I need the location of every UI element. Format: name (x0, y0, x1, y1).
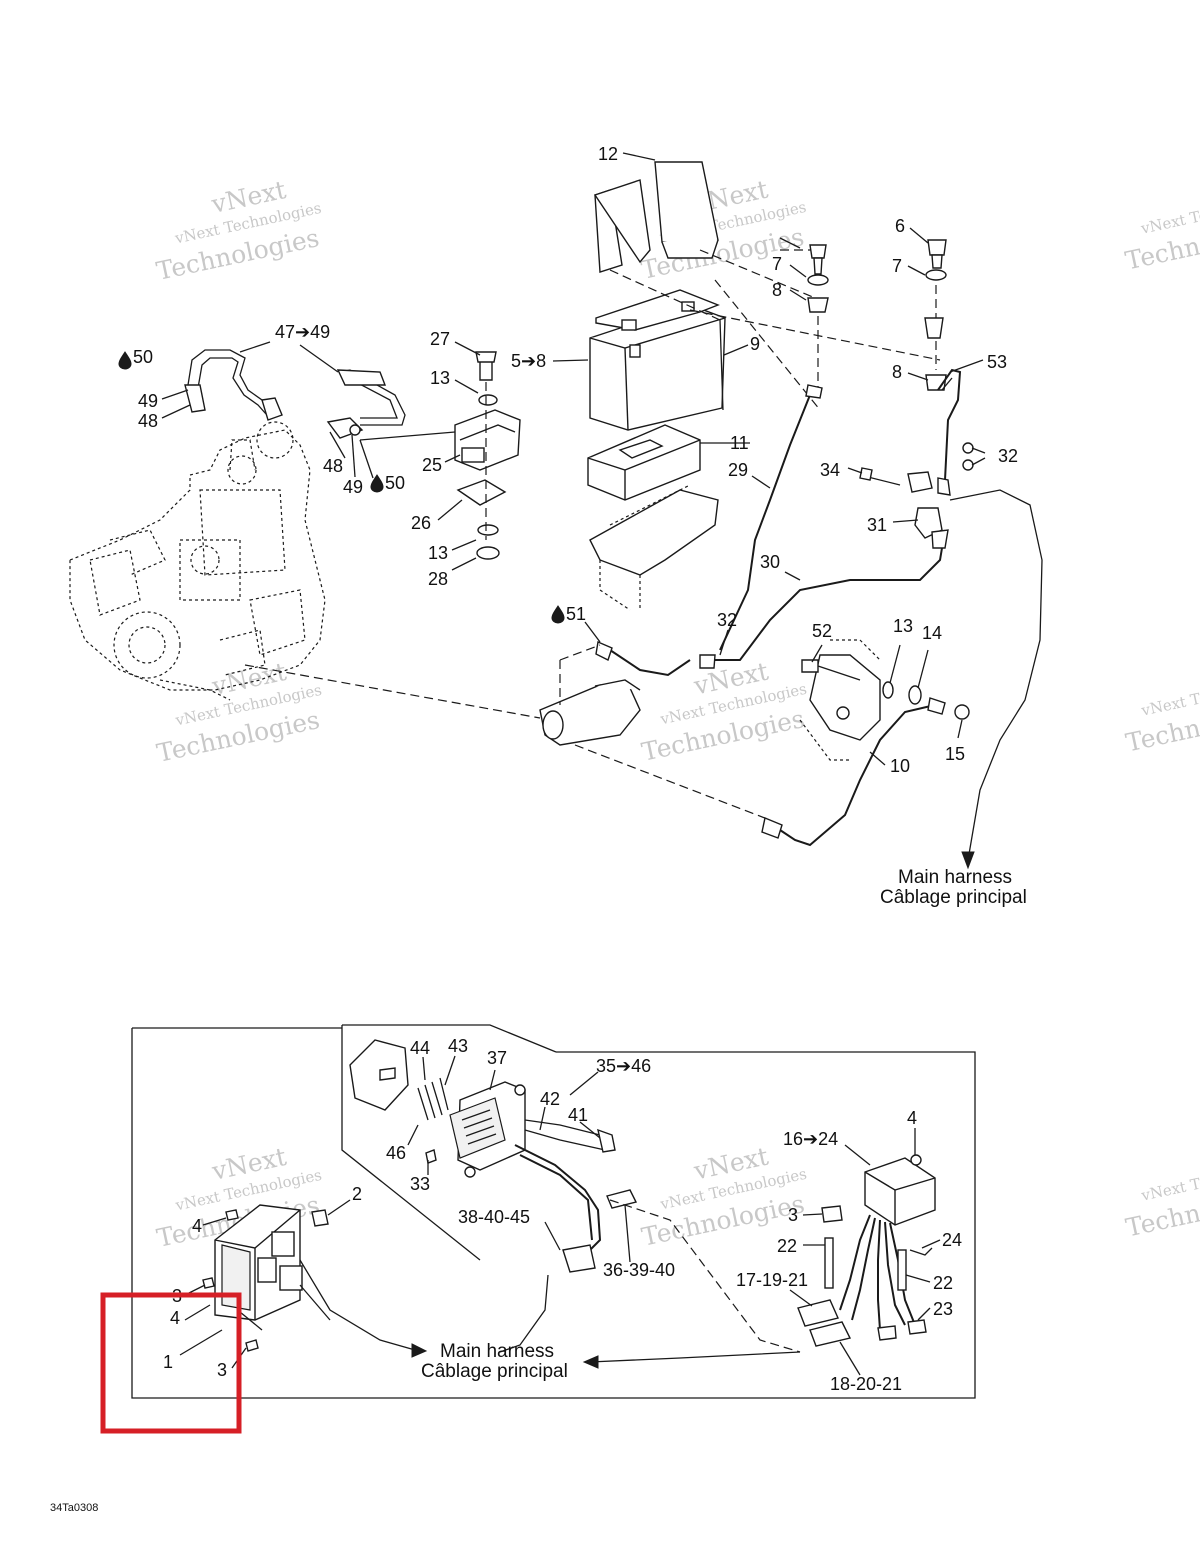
part-label: 44 (410, 1038, 430, 1058)
part-label: 13 (430, 368, 450, 388)
part-label: 48 (138, 411, 158, 431)
battery-assembly (589, 161, 941, 431)
part-label: 13 (428, 543, 448, 563)
part-label: 8 (772, 280, 782, 300)
highlight-box (100, 1292, 242, 1434)
oil-drop-icon (370, 474, 384, 493)
part-label: 36-39-40 (603, 1260, 675, 1280)
part-label: 32 (717, 610, 737, 630)
part-label: 46 (386, 1143, 406, 1163)
part-label: 51 (566, 604, 586, 624)
callout-leaders-bottom (179, 1055, 941, 1376)
harness-label-en: Main harness (898, 867, 1012, 888)
part-label: 32 (998, 446, 1018, 466)
harness-label-en: Main harness (440, 1341, 554, 1362)
part-label: 41 (568, 1105, 588, 1125)
oil-drop-icon (118, 351, 132, 370)
part-label: 24 (942, 1230, 962, 1250)
bottom-inset-frames (131, 1024, 976, 1399)
fasteners-6-7-8 (807, 239, 947, 395)
part-label: 18-20-21 (830, 1374, 902, 1394)
ignition-coil-assembly (359, 351, 521, 560)
part-label: 4 (907, 1108, 917, 1128)
part-label: 37 (487, 1048, 507, 1068)
watermark-text: vNext Technologies (1139, 189, 1200, 238)
part-label: 49 (138, 391, 158, 411)
ecu-assembly (202, 1204, 428, 1358)
part-label: 22 (933, 1273, 953, 1293)
part-label: 25 (422, 455, 442, 475)
part-label: 7 (772, 254, 782, 274)
part-label: 17-19-21 (736, 1270, 808, 1290)
engine-drawing (69, 421, 326, 701)
regulator-16-24 (582, 1154, 936, 1369)
starter-motor (244, 644, 771, 821)
part-label: 15 (945, 744, 965, 764)
part-label: 50 (385, 473, 405, 493)
harness-35-46 (349, 1039, 801, 1353)
ground-cable-assembly (761, 639, 970, 847)
part-label: 42 (540, 1089, 560, 1109)
part-label: 23 (933, 1299, 953, 1319)
part-label: 1 (163, 1352, 173, 1372)
part-label: 29 (728, 460, 748, 480)
part-label: 30 (760, 552, 780, 572)
part-label: 27 (430, 329, 450, 349)
part-label: 3 (217, 1360, 227, 1380)
hose-47-49 (184, 349, 406, 439)
part-label: 48 (323, 456, 343, 476)
part-label: 9 (750, 334, 760, 354)
part-label: 33 (410, 1174, 430, 1194)
watermark-text: vNext Technologies (1139, 1156, 1200, 1205)
part-label: 49 (343, 477, 363, 497)
watermark-text: vNext Technologies (1139, 671, 1200, 720)
part-label: 11 (730, 433, 749, 453)
part-label: 53 (987, 352, 1007, 372)
part-label: 47➔49 (275, 322, 330, 342)
part-label: 8 (892, 362, 902, 382)
battery-tray (587, 424, 719, 611)
callout-leaders-top (161, 152, 986, 766)
oil-drop-icon (551, 605, 565, 624)
harness-route-top (949, 489, 1043, 870)
part-label: 38-40-45 (458, 1207, 530, 1227)
part-label: 2 (352, 1184, 362, 1204)
part-label: 26 (411, 513, 431, 533)
part-label: 10 (890, 756, 910, 776)
part-label: 28 (428, 569, 448, 589)
part-label: 14 (922, 623, 942, 643)
figure-code: 34Ta0308 (50, 1502, 98, 1514)
part-labels-top: 12 6 7 7 8 8 5➔8 9 53 27 13 47➔49 50 49 … (118, 144, 1027, 908)
part-label: 34 (820, 460, 840, 480)
harness-label-fr: Câblage principal (880, 887, 1027, 908)
part-label: 35➔46 (596, 1056, 651, 1076)
part-label: 4 (170, 1308, 180, 1328)
part-label: 50 (133, 347, 153, 367)
part-label: 43 (448, 1036, 468, 1056)
part-label: 5➔8 (511, 351, 546, 371)
part-label: 7 (892, 256, 902, 276)
part-label: 31 (867, 515, 887, 535)
part-label: 22 (777, 1236, 797, 1256)
part-label: 12 (598, 144, 618, 164)
battery-cables (595, 368, 974, 677)
part-label: 52 (812, 621, 832, 641)
part-label: 4 (192, 1216, 202, 1236)
part-label: 16➔24 (783, 1129, 838, 1149)
part-label: 3 (788, 1205, 798, 1225)
part-label: 13 (893, 616, 913, 636)
part-label: 6 (895, 216, 905, 236)
harness-label-fr: Câblage principal (421, 1361, 568, 1382)
